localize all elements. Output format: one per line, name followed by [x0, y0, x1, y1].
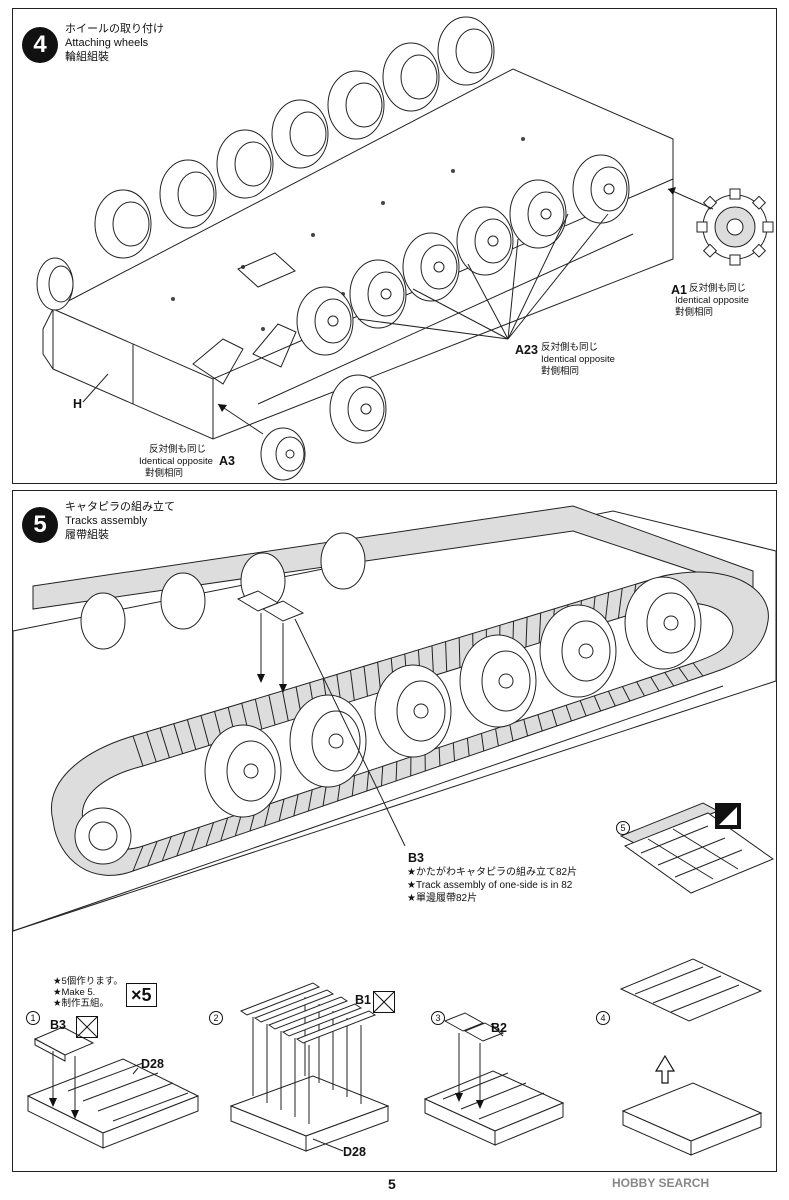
hull-wheels-drawing [36, 16, 774, 481]
a3-note-jp: 反対側も同じ [149, 444, 207, 455]
step-title-en: Attaching wheels [65, 37, 149, 49]
substep-1-number: 1 [26, 1011, 40, 1025]
step-title-en: Tracks assembly [65, 515, 148, 527]
a23-note-jp: 反対側も同じ [541, 342, 599, 353]
substep-3-number: 3 [431, 1011, 445, 1025]
substep-2-number: 2 [209, 1011, 223, 1025]
times-five-badge: ×5 [126, 983, 157, 1007]
part-label-a3: A3 [219, 454, 235, 468]
s1-part-d28: D28 [141, 1057, 164, 1071]
s1-part-b3: B3 [50, 1018, 66, 1032]
substep-4-number: 4 [596, 1011, 610, 1025]
a23-note-en: Identical opposite [541, 354, 615, 365]
step-4-panel: 4 ホイールの取り付け Attaching wheels 輪組組裝 [12, 8, 777, 484]
watermark: HOBBY SEARCH [612, 1176, 710, 1190]
a1-note-jp: 反対側も同じ [689, 283, 747, 294]
a1-note-cn: 對側相同 [675, 307, 714, 318]
a1-note-en: Identical opposite [675, 295, 749, 306]
s3-part-b2: B2 [491, 1021, 507, 1035]
step-number: 4 [22, 27, 58, 63]
b3-note-en: ★Track assembly of one-side is in 82 [407, 880, 573, 891]
track-assembly-drawing [12, 505, 777, 1156]
a23-note-cn: 對側相同 [541, 366, 580, 377]
b3-note-cn: ★單邊履帶82片 [407, 893, 478, 904]
page-number: 5 [388, 1176, 396, 1192]
part-label-b3: B3 [408, 851, 424, 865]
step-number: 5 [22, 507, 58, 543]
a3-note-cn: 對側相同 [145, 468, 184, 479]
a3-note-en: Identical opposite [139, 456, 213, 467]
substep-5-number: 5 [616, 821, 630, 835]
part-label-a23: A23 [515, 343, 538, 357]
step-title-jp: ホイールの取り付け [65, 23, 164, 35]
s2-part-d28: D28 [343, 1145, 366, 1159]
part-label-h: H [73, 397, 83, 411]
part-label-a1: A1 [671, 283, 687, 297]
step-title-jp: キャタピラの組み立て [65, 501, 175, 513]
s1-note-en: ★Make 5. [53, 987, 96, 998]
no-cement-icon [373, 991, 395, 1013]
step-title-cn: 輪組組裝 [65, 51, 109, 63]
s1-note-jp: ★5個作ります。 [53, 976, 123, 987]
step-title-cn: 履帶組裝 [65, 529, 109, 541]
no-cement-icon [76, 1016, 98, 1038]
b3-note-jp: ★かたがわキャタピラの組み立て82片 [407, 867, 578, 878]
s1-note-cn: ★制作五組。 [53, 998, 110, 1009]
s2-part-b1: B1 [355, 993, 371, 1007]
step-5-panel: 5 キャタピラの組み立て Tracks assembly 履帶組裝 [12, 490, 777, 1172]
